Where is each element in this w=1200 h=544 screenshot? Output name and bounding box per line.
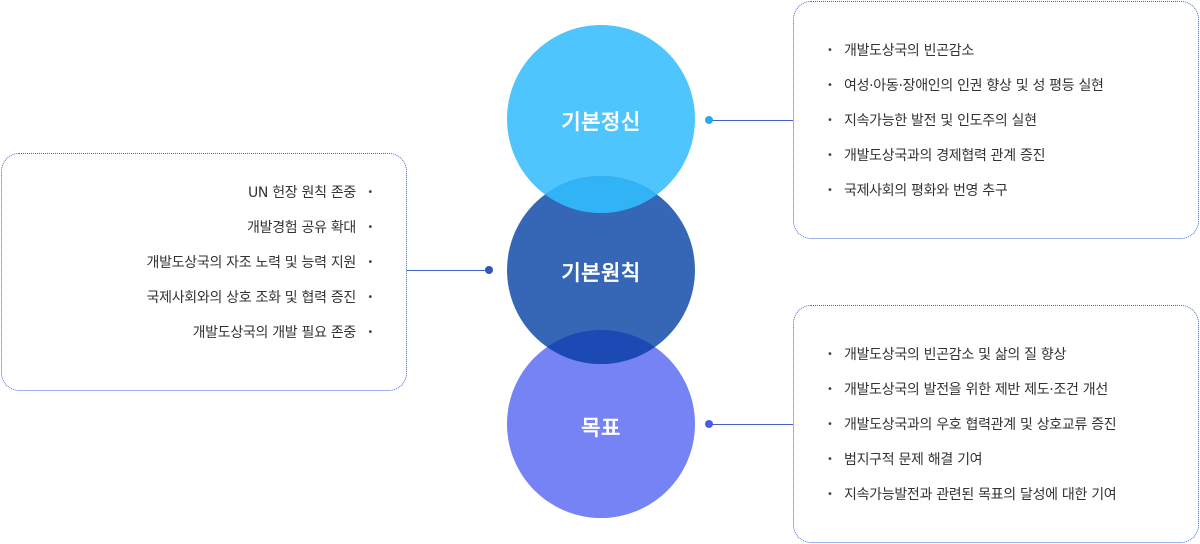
goal-panel: 개발도상국의 빈곤감소 및 삶의 질 향상 개발도상국의 발전을 위한 제반 제…: [793, 305, 1199, 543]
principle-panel: UN 헌장 원칙 존중 개발경험 공유 확대 개발도상국의 자조 노력 및 능력…: [1, 153, 407, 391]
spirit-circle-label: 기본정신: [561, 110, 641, 134]
principle-connector-line: [407, 270, 489, 271]
spirit-connector-line: [709, 120, 793, 121]
list-item: 개발도상국의 빈곤감소 및 삶의 질 향상: [844, 345, 1116, 380]
goal-connector-dot: [705, 420, 713, 428]
list-item: 범지구적 문제 해결 기여: [844, 450, 1116, 485]
list-item: 지속가능발전과 관련된 목표의 달성에 대한 기여: [844, 485, 1117, 520]
list-item: 국제사회와의 상호 조화 및 협력 증진: [147, 288, 357, 323]
list-item: 개발도상국과의 경제협력 관계 증진: [844, 146, 1104, 181]
goal-circle-label: 목표: [581, 416, 621, 440]
spirit-list: 개발도상국의 빈곤감소 여성·아동·장애인의 인권 향상 및 성 평등 실현 지…: [844, 41, 1104, 216]
list-item: 개발도상국의 발전을 위한 제반 제도·조건 개선: [844, 380, 1116, 415]
goal-connector-line: [709, 424, 793, 425]
list-item: 여성·아동·장애인의 인권 향상 및 성 평등 실현: [844, 76, 1104, 111]
principle-circle-label: 기본원칙: [561, 261, 641, 285]
list-item: 국제사회의 평화와 번영 추구: [844, 181, 1104, 216]
list-item: 지속가능한 발전 및 인도주의 실현: [844, 111, 1104, 146]
list-item: 개발도상국의 자조 노력 및 능력 지원: [147, 253, 357, 288]
spirit-panel: 개발도상국의 빈곤감소 여성·아동·장애인의 인권 향상 및 성 평등 실현 지…: [793, 1, 1199, 239]
spirit-connector-dot: [705, 116, 713, 124]
goal-list: 개발도상국의 빈곤감소 및 삶의 질 향상 개발도상국의 발전을 위한 제반 제…: [844, 345, 1117, 520]
list-item: 개발도상국과의 우호 협력관계 및 상호교류 증진: [844, 415, 1117, 450]
list-item: UN 헌장 원칙 존중: [147, 183, 356, 218]
list-item: 개발도상국의 개발 필요 존중: [147, 323, 357, 358]
list-item: 개발경험 공유 확대: [147, 218, 356, 253]
list-item: 개발도상국의 빈곤감소: [844, 41, 1104, 76]
principle-connector-dot: [485, 266, 493, 274]
principle-list: UN 헌장 원칙 존중 개발경험 공유 확대 개발도상국의 자조 노력 및 능력…: [147, 183, 357, 358]
